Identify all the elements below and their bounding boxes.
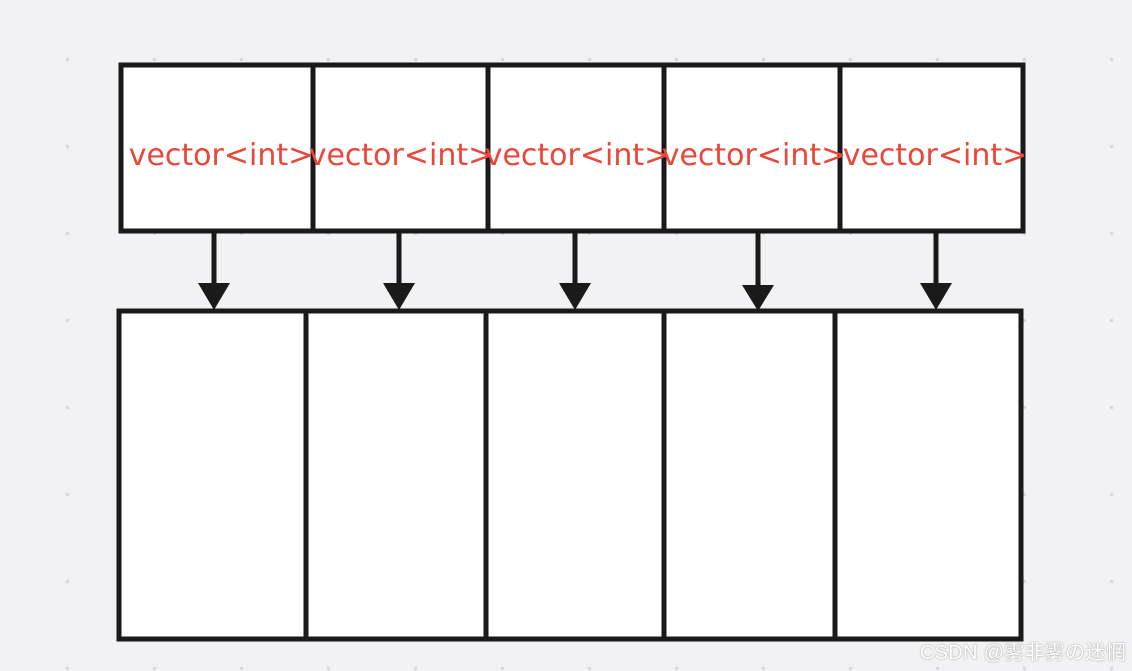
- top-row-labels: vector<int> vector<int> vector<int> vect…: [129, 138, 1028, 173]
- top-cell-label: vector<int>: [309, 138, 494, 173]
- bottom-cell: [661, 308, 838, 642]
- top-cell-label: vector<int>: [843, 138, 1028, 173]
- top-cell-label: vector<int>: [662, 138, 847, 173]
- bottom-cell: [303, 308, 489, 642]
- bottom-cell: [483, 308, 667, 642]
- top-cell: [485, 62, 667, 234]
- top-cell: [310, 62, 491, 234]
- top-cell: [837, 62, 1026, 234]
- watermark: CSDN @雾非雾の迷惘: [919, 642, 1126, 664]
- top-cell: [118, 62, 316, 234]
- bottom-cell: [832, 308, 1024, 642]
- arrows: [198, 233, 952, 311]
- arrow-3: [559, 233, 591, 310]
- arrow-5: [920, 233, 952, 310]
- top-cell-label: vector<int>: [129, 138, 314, 173]
- arrow-4: [742, 233, 774, 311]
- bottom-row: [116, 308, 1024, 642]
- top-row: [118, 62, 1026, 234]
- bottom-cell: [116, 308, 309, 642]
- arrow-2: [383, 233, 415, 310]
- top-cell-label: vector<int>: [485, 138, 670, 173]
- arrow-1: [198, 233, 230, 310]
